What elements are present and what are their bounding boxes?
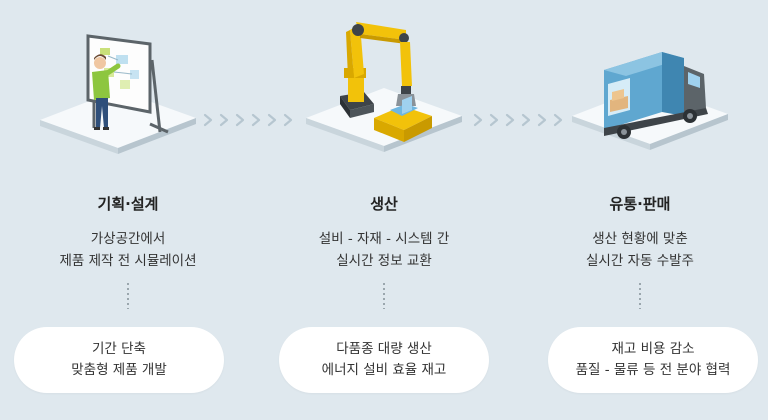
benefit-line: 기간 단축 (92, 341, 146, 357)
benefit-pill: 다품종 대량 생산 에너지 설비 효율 재고 (279, 327, 489, 393)
benefit-line: 에너지 설비 효율 재고 (321, 362, 447, 378)
benefit-line: 재고 비용 감소 (611, 341, 695, 357)
description-line: 설비 - 자재 - 시스템 간 (318, 231, 450, 247)
description-line: 제품 제작 전 시뮬레이션 (59, 253, 197, 269)
delivery-truck-icon (572, 52, 728, 150)
stage-title: 유통·판매 (609, 195, 671, 213)
dotted-connector (383, 283, 385, 309)
description-line: 가상공간에서 (90, 231, 166, 247)
benefit-line: 맞춤형 제품 개발 (71, 362, 167, 378)
stage-title: 생산 (370, 195, 398, 213)
stage-production: 생산 설비 - 자재 - 시스템 간 실시간 정보 교환 다품종 대량 생산 에… (256, 0, 512, 420)
stage-distribution: 유통·판매 생산 현황에 맞춘 실시간 자동 수발주 재고 비용 감소 품질 -… (512, 0, 768, 420)
dotted-connector (639, 283, 641, 309)
stage-description: 가상공간에서 제품 제작 전 시뮬레이션 (0, 228, 256, 272)
benefit-pill: 재고 비용 감소 품질 - 물류 등 전 분야 협력 (548, 327, 758, 393)
benefit-line: 품질 - 물류 등 전 분야 협력 (575, 362, 731, 378)
description-line: 생산 현황에 맞춘 (592, 231, 688, 247)
planner-whiteboard-icon (40, 34, 196, 154)
chevron-right-icon (203, 113, 293, 127)
stage-planning: 기획·설계 가상공간에서 제품 제작 전 시뮬레이션 기간 단축 맞춤형 제품 … (0, 0, 256, 420)
stage-description: 생산 현황에 맞춘 실시간 자동 수발주 (512, 228, 768, 272)
chevron-right-icon (473, 113, 563, 127)
description-line: 실시간 정보 교환 (336, 253, 432, 269)
benefit-line: 다품종 대량 생산 (336, 341, 432, 357)
stage-description: 설비 - 자재 - 시스템 간 실시간 정보 교환 (256, 228, 512, 272)
description-line: 실시간 자동 수발주 (586, 253, 694, 269)
stage-title: 기획·설계 (97, 195, 159, 213)
robot-arm-icon (306, 22, 462, 152)
benefit-pill: 기간 단축 맞춤형 제품 개발 (14, 327, 224, 393)
dotted-connector (127, 283, 129, 309)
